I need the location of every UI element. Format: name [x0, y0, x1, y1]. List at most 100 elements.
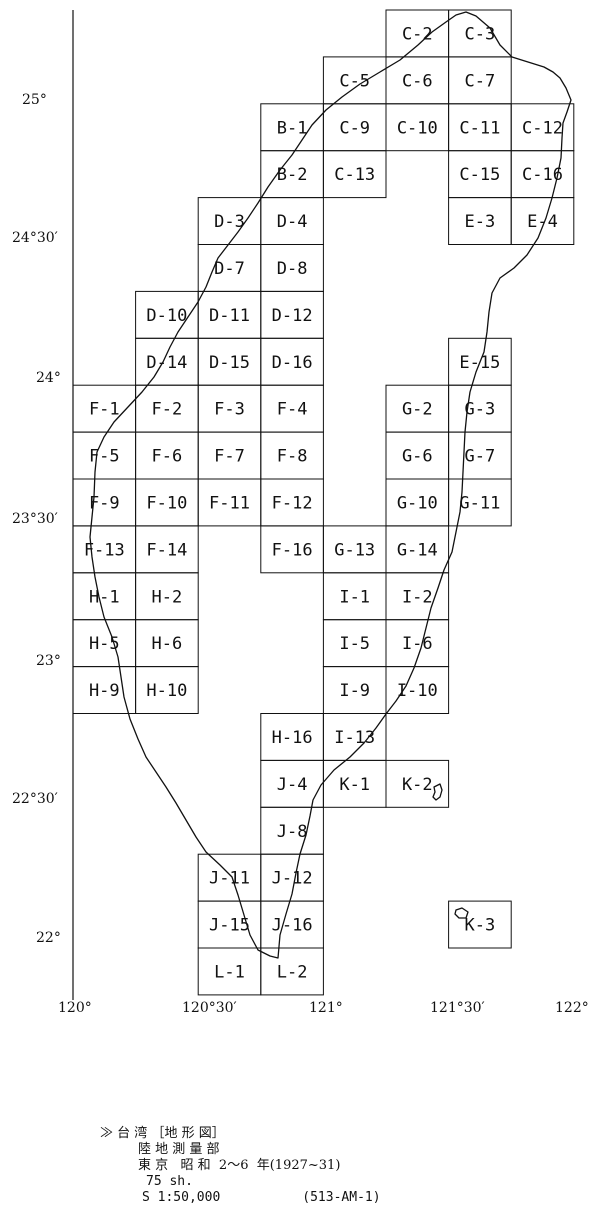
- sheet-border: [448, 900, 512, 949]
- sheet-label: J-4: [277, 775, 308, 795]
- y-tick-label: 24°: [36, 370, 61, 386]
- sheet-border: [260, 947, 324, 996]
- sheet-cell-d-16: D-16: [260, 337, 324, 386]
- sheet-cell-b-1: B-1: [260, 103, 324, 152]
- sheet-cell-e-3: E-3: [448, 197, 512, 246]
- caption-title-row: ≫ 台 湾 ［地 形 図］: [100, 1126, 520, 1142]
- sheet-border: [510, 197, 575, 246]
- sheet-label: I-10: [397, 681, 438, 701]
- y-axis-labels: 25° 24°30′ 24° 23°30′ 23° 22°30′ 22°: [12, 92, 61, 946]
- sheet-label: K-1: [339, 775, 370, 795]
- sheet-label: J-8: [277, 822, 308, 842]
- sheet-cell-f-14: F-14: [135, 525, 199, 574]
- sheet-cell-d-8: D-8: [260, 244, 324, 292]
- sheet-cell-f-4: F-4: [260, 384, 324, 433]
- sheet-label: D-16: [272, 353, 313, 373]
- sheet-label: I-2: [402, 587, 433, 607]
- sheet-label: G-7: [465, 447, 496, 467]
- y-tick-label: 22°30′: [12, 791, 58, 807]
- publication-info: 東 京 昭 和 2～6 年(1927~31): [138, 1158, 341, 1173]
- taiwan-coastline: [89, 11, 572, 959]
- sheet-label: C-11: [459, 118, 500, 138]
- sheet-label: G-14: [397, 540, 438, 560]
- sheet-label: D-15: [209, 353, 250, 373]
- sheet-label: B-2: [277, 165, 308, 185]
- sheet-cell-f-11: F-11: [197, 478, 262, 527]
- sheet-cell-f-10: F-10: [135, 478, 199, 527]
- sheet-cell-c-10: C-10: [385, 103, 450, 152]
- sheet-cell-d-14: D-14: [135, 337, 199, 386]
- sheet-label: C-5: [339, 71, 370, 91]
- sheet-cell-i-13: I-13: [322, 713, 387, 761]
- sheet-cell-h-16: H-16: [260, 713, 324, 761]
- sheet-label: L-2: [277, 963, 308, 983]
- sheet-label: G-13: [334, 540, 375, 560]
- sheet-cell-c-12: C-12: [510, 103, 575, 152]
- y-tick-label: 22°: [36, 930, 61, 946]
- sheet-label: C-7: [465, 71, 496, 91]
- sheet-label: D-8: [277, 259, 308, 279]
- sheet-cell-g-14: G-14: [385, 525, 450, 574]
- sheet-cell-c-9: C-9: [322, 103, 387, 152]
- sheet-label: F-1: [89, 400, 120, 420]
- sheet-cell-f-5: F-5: [72, 431, 137, 480]
- sheet-cell-k-1: K-1: [322, 759, 387, 808]
- sheet-label: I-13: [334, 728, 375, 748]
- sheet-label: B-1: [277, 118, 308, 138]
- sheet-cell-i-5: I-5: [322, 619, 387, 668]
- sheet-label: C-15: [459, 165, 500, 185]
- sheet-label: F-5: [89, 447, 120, 467]
- sheet-cell-h-2: H-2: [135, 572, 199, 621]
- sheet-cell-h-1: H-1: [72, 572, 137, 621]
- sheet-cell-c-5: C-5: [322, 56, 387, 105]
- sheet-label: F-11: [209, 493, 250, 513]
- sheet-cell-f-6: F-6: [135, 431, 199, 480]
- sheet-cell-e-4: E-4: [510, 197, 575, 246]
- x-tick-label: 120°: [58, 1000, 92, 1016]
- sheet-border: [322, 150, 387, 199]
- sheet-label: F-9: [89, 493, 120, 513]
- sheet-label: G-11: [459, 493, 500, 513]
- sheet-cell-c-3: C-3: [448, 9, 512, 58]
- sheet-label: C-13: [334, 165, 375, 185]
- sheet-label: F-13: [84, 540, 125, 560]
- sheet-cell-f-3: F-3: [197, 384, 262, 433]
- sheet-label: F-10: [146, 493, 187, 513]
- sheet-cell-c-16: C-16: [510, 150, 575, 199]
- sheet-count: 75 sh.: [146, 1174, 193, 1189]
- sheet-label: C-9: [339, 118, 370, 138]
- sheet-label: E-4: [527, 212, 558, 232]
- sheet-cell-g-2: G-2: [385, 384, 450, 433]
- sheet-border: [385, 666, 450, 714]
- sheet-cell-f-9: F-9: [72, 478, 137, 527]
- sheet-label: F-3: [214, 400, 245, 420]
- sheet-label: H-5: [89, 634, 120, 654]
- sheet-label: I-9: [339, 681, 370, 701]
- sheet-label: D-7: [214, 259, 245, 279]
- sheet-cell-c-15: C-15: [448, 150, 512, 199]
- sheet-cell-l-1: L-1: [197, 947, 262, 996]
- sheet-cell-d-12: D-12: [260, 290, 324, 339]
- sheet-cell-i-10: I-10: [385, 666, 450, 714]
- y-tick-label: 25°: [22, 92, 47, 108]
- sheet-label: F-16: [272, 540, 313, 560]
- sheet-cell-k-2: K-2: [385, 759, 450, 808]
- sheet-label: C-10: [397, 118, 438, 138]
- marker-glyph: ≫: [100, 1126, 114, 1141]
- sheet-cell-j-4: J-4: [260, 759, 324, 808]
- sheet-cell-b-2: B-2: [260, 150, 324, 199]
- sheet-label: H-10: [146, 681, 187, 701]
- sheet-label: K-3: [465, 916, 496, 936]
- sheet-label: C-3: [465, 25, 496, 45]
- sheet-label: F-8: [277, 447, 308, 467]
- sheet-label: L-1: [214, 963, 245, 983]
- x-axis-labels: 120° 120°30′ 121° 121°30′ 122°: [58, 1000, 589, 1016]
- sheet-label: G-10: [397, 493, 438, 513]
- sheet-label: J-16: [272, 916, 313, 936]
- sheet-label: H-16: [272, 728, 313, 748]
- sheet-label: J-12: [272, 869, 313, 889]
- sheet-label: D-12: [272, 306, 313, 326]
- sheet-label: G-6: [402, 447, 433, 467]
